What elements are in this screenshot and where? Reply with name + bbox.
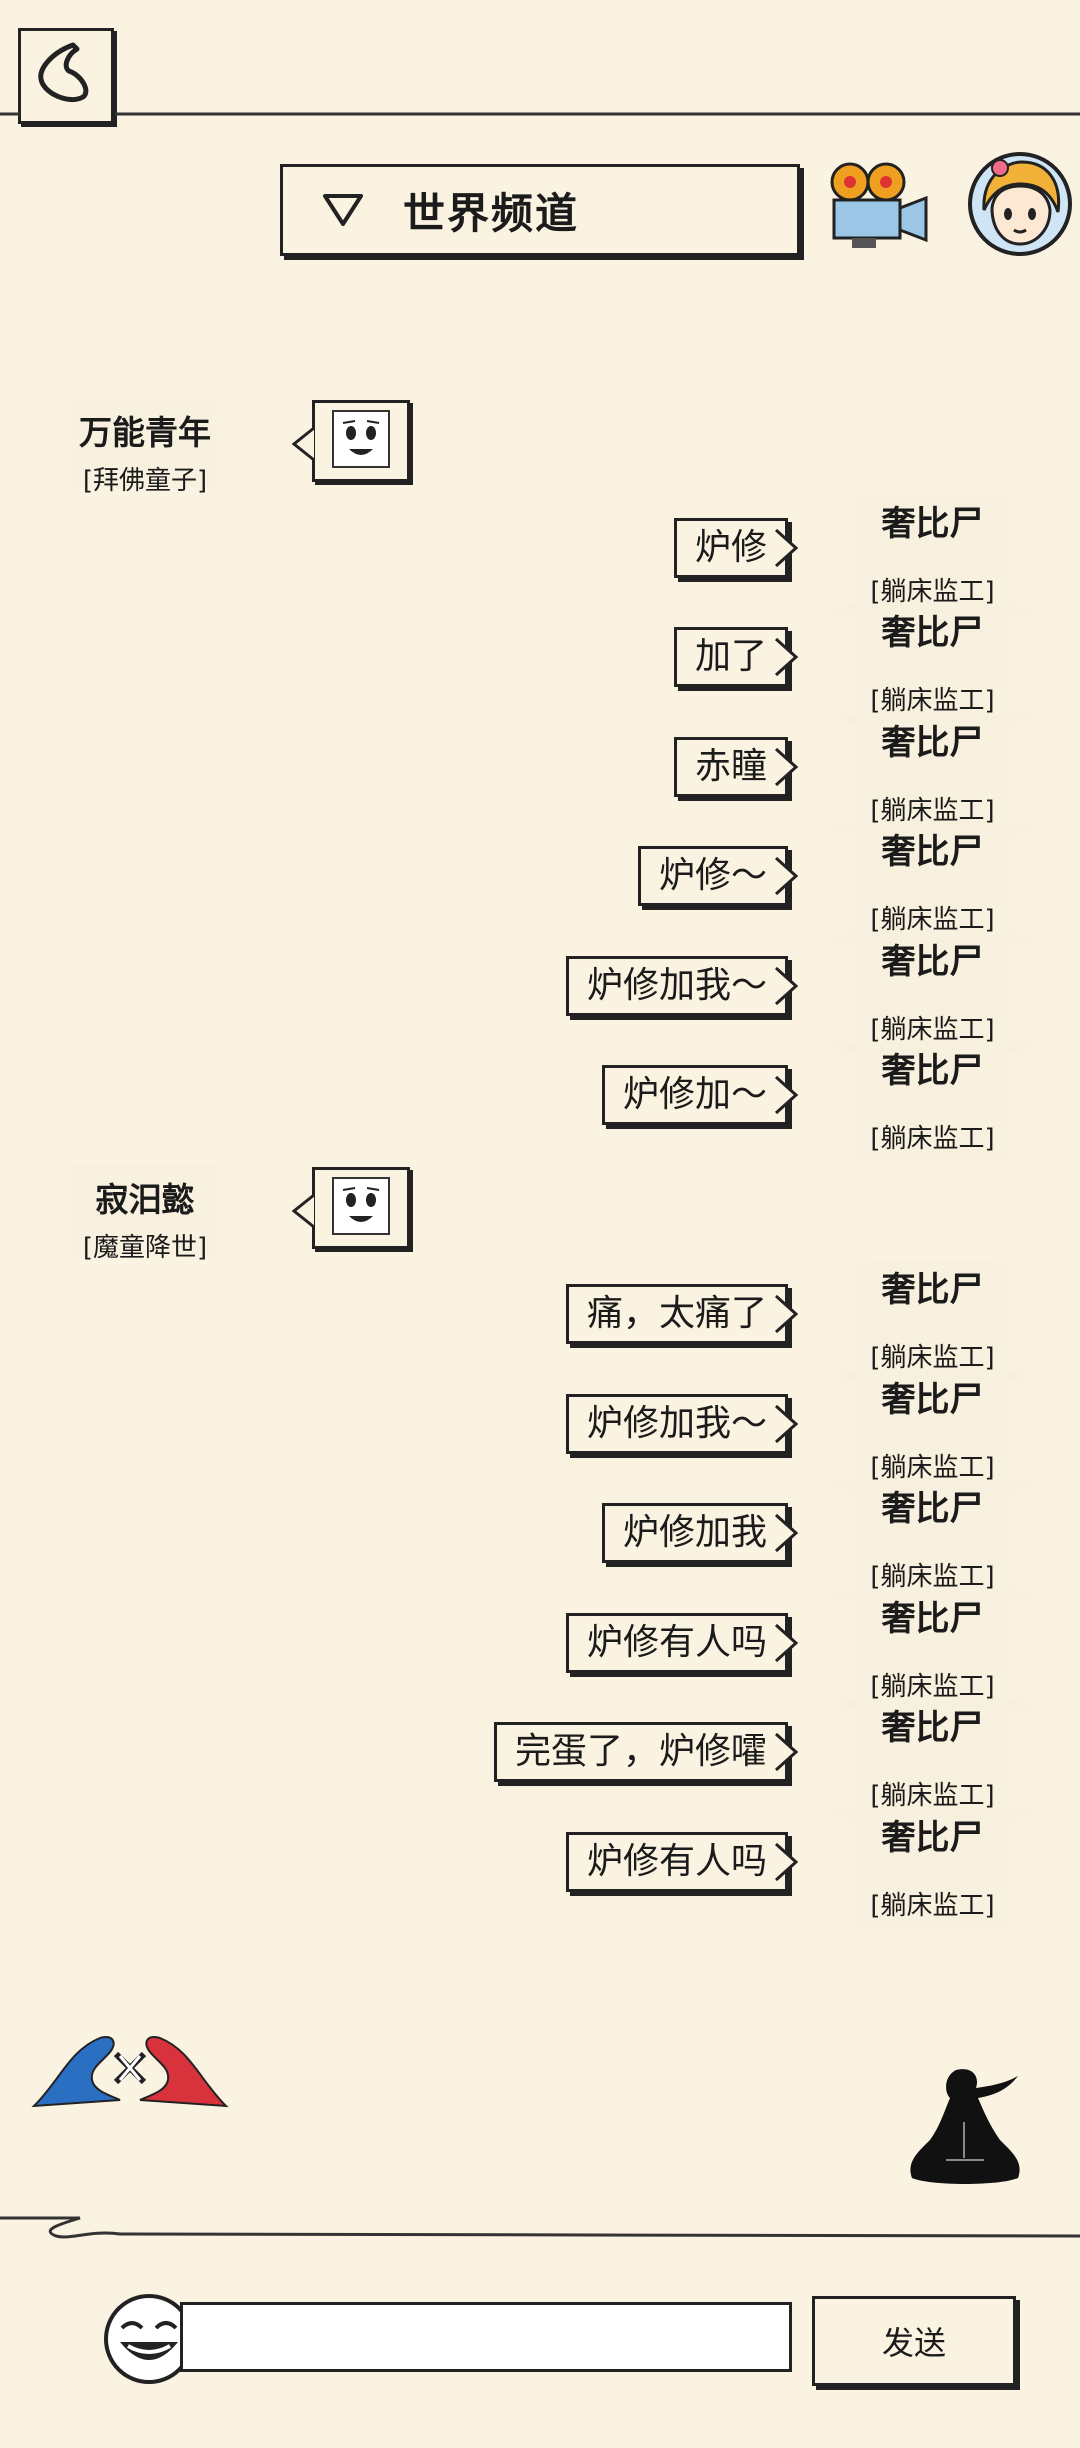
bubble-tail xyxy=(774,1075,799,1115)
sender-name: 奢比尸 xyxy=(881,1599,984,1639)
sender-name: 万能青年 xyxy=(79,413,211,452)
channel-selector[interactable]: 世界频道 xyxy=(280,164,800,256)
sender-title: [躺床监工] xyxy=(870,1453,995,1483)
message-bubble[interactable]: 痛，太痛了 xyxy=(565,1284,788,1344)
smiling-face-sticker-icon[interactable] xyxy=(312,400,410,482)
bubble-tail xyxy=(291,1193,315,1229)
self-sender-info[interactable]: 奢比尸 [躺床监工] xyxy=(800,1481,1065,1599)
message-bubble[interactable]: 炉修～ xyxy=(637,846,788,906)
sender-name: 奢比尸 xyxy=(881,832,984,872)
sender-name: 奢比尸 xyxy=(881,613,984,653)
sender-name: 奢比尸 xyxy=(881,504,984,544)
message-bubble[interactable]: 炉修有人吗 xyxy=(565,1832,788,1892)
dropdown-triangle-icon xyxy=(283,192,403,228)
sender-title: [躺床监工] xyxy=(870,1562,995,1592)
sender-title: [躺床监工] xyxy=(870,1015,995,1045)
sender-name: 奢比尸 xyxy=(881,1489,984,1529)
bubble-tail xyxy=(774,637,799,677)
message-row: 加了 奢比尸 [躺床监工] xyxy=(0,605,1080,727)
message-row: 赤瞳 奢比尸 [躺床监工] xyxy=(0,715,1080,837)
self-sender-info[interactable]: 奢比尸 [躺床监工] xyxy=(800,1262,1065,1380)
bubble-tail xyxy=(774,1294,799,1334)
bubble-tail xyxy=(774,966,799,1006)
footer-divider xyxy=(0,2216,1080,2239)
message-bubble[interactable]: 炉修有人吗 xyxy=(565,1613,788,1673)
send-button[interactable]: 发送 xyxy=(812,2296,1016,2386)
sender-title: [躺床监工] xyxy=(870,796,995,826)
message-bubble[interactable]: 炉修 xyxy=(673,518,788,578)
self-sender-info[interactable]: 奢比尸 [躺床监工] xyxy=(800,1043,1065,1161)
message-bubble[interactable]: 加了 xyxy=(673,627,788,687)
sender-title: [躺床监工] xyxy=(870,1124,995,1154)
message-row: 炉修有人吗 奢比尸 [躺床监工] xyxy=(0,1810,1080,1932)
self-sender-info[interactable]: 奢比尸 [躺床监工] xyxy=(800,1591,1065,1709)
bubble-tail xyxy=(774,528,799,568)
self-sender-info[interactable]: 奢比尸 [躺床监工] xyxy=(800,1700,1065,1818)
bubble-tail xyxy=(774,1513,799,1553)
bubble-tail xyxy=(774,1842,799,1882)
message-bubble[interactable]: 炉修加我～ xyxy=(565,956,788,1016)
smiling-face-sticker-icon[interactable] xyxy=(312,1167,410,1249)
message-bubble[interactable]: 炉修加我～ xyxy=(565,1394,788,1454)
bubble-tail xyxy=(774,856,799,896)
bubble-tail xyxy=(774,1623,799,1663)
vs-battle-logo-icon xyxy=(31,2036,229,2108)
laughing-face-emoji-icon[interactable] xyxy=(102,2292,196,2386)
message-row: 炉修加～ 奢比尸 [躺床监工] xyxy=(0,1043,1080,1165)
message-row: 炉修加我 奢比尸 [躺床监工] xyxy=(0,1481,1080,1603)
message-row: 炉修有人吗 奢比尸 [躺床监工] xyxy=(0,1591,1080,1713)
sender-title: [躺床监工] xyxy=(870,1672,995,1702)
message-row: 炉修加我～ 奢比尸 [躺床监工] xyxy=(0,1372,1080,1494)
self-sender-info[interactable]: 奢比尸 [躺床监工] xyxy=(800,1810,1065,1928)
sender-name: 奢比尸 xyxy=(881,1270,984,1310)
self-sender-info[interactable]: 奢比尸 [躺床监工] xyxy=(800,715,1065,833)
sender-name: 奢比尸 xyxy=(881,942,984,982)
message-bubble[interactable]: 炉修加～ xyxy=(601,1065,788,1125)
channel-title: 世界频道 xyxy=(403,188,580,238)
message-row: 寂汨懿 [魔童降世] xyxy=(0,1165,1080,1275)
message-row: 炉修加我～ 奢比尸 [躺床监工] xyxy=(0,934,1080,1056)
message-row: 痛，太痛了 奢比尸 [躺床监工] xyxy=(0,1262,1080,1384)
self-sender-info[interactable]: 奢比尸 [躺床监工] xyxy=(800,496,1065,614)
sender-name: 奢比尸 xyxy=(881,1708,984,1748)
bubble-tail xyxy=(774,1732,799,1772)
sender-title: [躺床监工] xyxy=(870,905,995,935)
sender-name: 奢比尸 xyxy=(881,1818,984,1858)
sender-title: [躺床监工] xyxy=(870,1781,995,1811)
sender-info[interactable]: 万能青年 [拜佛童子] xyxy=(10,398,280,496)
back-chevron-icon xyxy=(38,42,89,103)
message-row: 炉修 奢比尸 [躺床监工] xyxy=(0,496,1080,618)
bubble-tail xyxy=(774,747,799,787)
message-row: 万能青年 [拜佛童子] xyxy=(0,398,1080,508)
message-bubble[interactable]: 炉修加我 xyxy=(601,1503,788,1563)
bubble-tail xyxy=(774,1404,799,1444)
self-sender-info[interactable]: 奢比尸 [躺床监工] xyxy=(800,934,1065,1052)
bubble-tail xyxy=(291,426,315,462)
header-divider xyxy=(0,112,1080,116)
sender-title: [躺床监工] xyxy=(870,1891,995,1921)
user-avatar-icon[interactable] xyxy=(966,150,1074,258)
message-row: 炉修～ 奢比尸 [躺床监工] xyxy=(0,824,1080,946)
self-sender-info[interactable]: 奢比尸 [躺床监工] xyxy=(800,824,1065,942)
chat-input[interactable] xyxy=(180,2302,792,2372)
meditating-figure-icon xyxy=(910,2069,1020,2184)
sender-info[interactable]: 寂汨懿 [魔童降世] xyxy=(10,1165,280,1263)
sender-name: 寂汨懿 xyxy=(95,1180,195,1219)
self-sender-info[interactable]: 奢比尸 [躺床监工] xyxy=(800,605,1065,723)
send-button-label: 发送 xyxy=(881,2324,946,2362)
sender-name: 奢比尸 xyxy=(881,1380,984,1420)
back-button[interactable] xyxy=(18,28,114,124)
sender-title: [魔童降世] xyxy=(82,1233,208,1263)
sender-name: 奢比尸 xyxy=(881,723,984,763)
message-bubble[interactable]: 赤瞳 xyxy=(673,737,788,797)
movie-camera-icon[interactable] xyxy=(822,160,932,250)
self-sender-info[interactable]: 奢比尸 [躺床监工] xyxy=(800,1372,1065,1490)
message-bubble[interactable]: 完蛋了，炉修嚯 xyxy=(493,1722,788,1782)
sender-title: [躺床监工] xyxy=(870,1343,995,1373)
sender-title: [躺床监工] xyxy=(870,686,995,716)
message-row: 完蛋了，炉修嚯 奢比尸 [躺床监工] xyxy=(0,1700,1080,1822)
sender-title: [躺床监工] xyxy=(870,577,995,607)
sender-title: [拜佛童子] xyxy=(82,466,208,496)
sender-name: 奢比尸 xyxy=(881,1051,984,1091)
